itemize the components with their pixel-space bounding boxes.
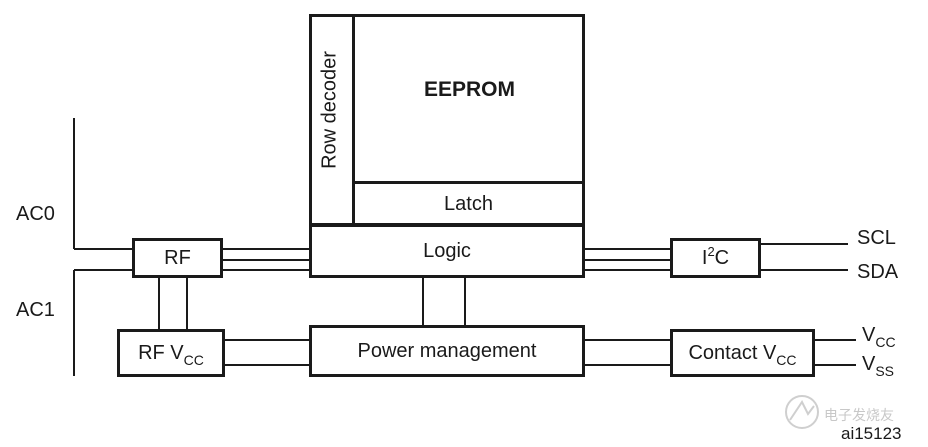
vcc-pin-sub: CC xyxy=(875,334,896,350)
i2c-rest: C xyxy=(714,247,730,269)
figure-id: ai15123 xyxy=(841,424,902,443)
sda-label: SDA xyxy=(857,261,899,283)
logic-block: Logic xyxy=(309,224,585,278)
scl-label: SCL xyxy=(857,227,896,249)
rf-label: RF xyxy=(164,247,191,269)
contact-vcc-main: Contact V xyxy=(688,342,777,364)
vcc-pin-main: V xyxy=(862,324,876,346)
i2c-sup: 2 xyxy=(707,244,715,259)
rf-vcc-label: RF VCC xyxy=(138,342,204,367)
latch-label: Latch xyxy=(444,192,493,215)
eeprom-label: EEPROM xyxy=(424,78,516,101)
rf-block: RF xyxy=(132,238,223,278)
rf-vcc-block: RF VCC xyxy=(117,329,225,377)
ac0-label: AC0 xyxy=(16,203,55,225)
vss-pin-main: V xyxy=(862,353,876,375)
power-management-label: Power management xyxy=(357,340,537,362)
vss-pin-label: VSS xyxy=(862,353,894,378)
rf-vcc-main: RF V xyxy=(138,342,184,364)
vss-pin-sub: SS xyxy=(875,363,895,379)
rf-vcc-sub: CC xyxy=(183,352,204,368)
latch-block: Latch xyxy=(352,181,585,226)
watermark-text: 电子发烧友 xyxy=(824,407,894,423)
watermark-logo-icon xyxy=(785,395,819,429)
ac1-label: AC1 xyxy=(16,299,55,321)
i2c-main: I xyxy=(701,247,708,269)
contact-vcc-label: Contact VCC xyxy=(688,342,796,367)
vcc-pin-label: VCC xyxy=(862,324,896,349)
i2c-block: I2C xyxy=(670,238,761,278)
i2c-label: I2C xyxy=(701,245,730,269)
row-decoder-label: Row decoder xyxy=(318,51,341,169)
logic-label: Logic xyxy=(423,240,471,262)
contact-vcc-block: Contact VCC xyxy=(670,329,815,377)
contact-vcc-sub: CC xyxy=(776,352,797,368)
eeprom-block xyxy=(352,14,585,184)
power-management-block: Power management xyxy=(309,325,585,377)
